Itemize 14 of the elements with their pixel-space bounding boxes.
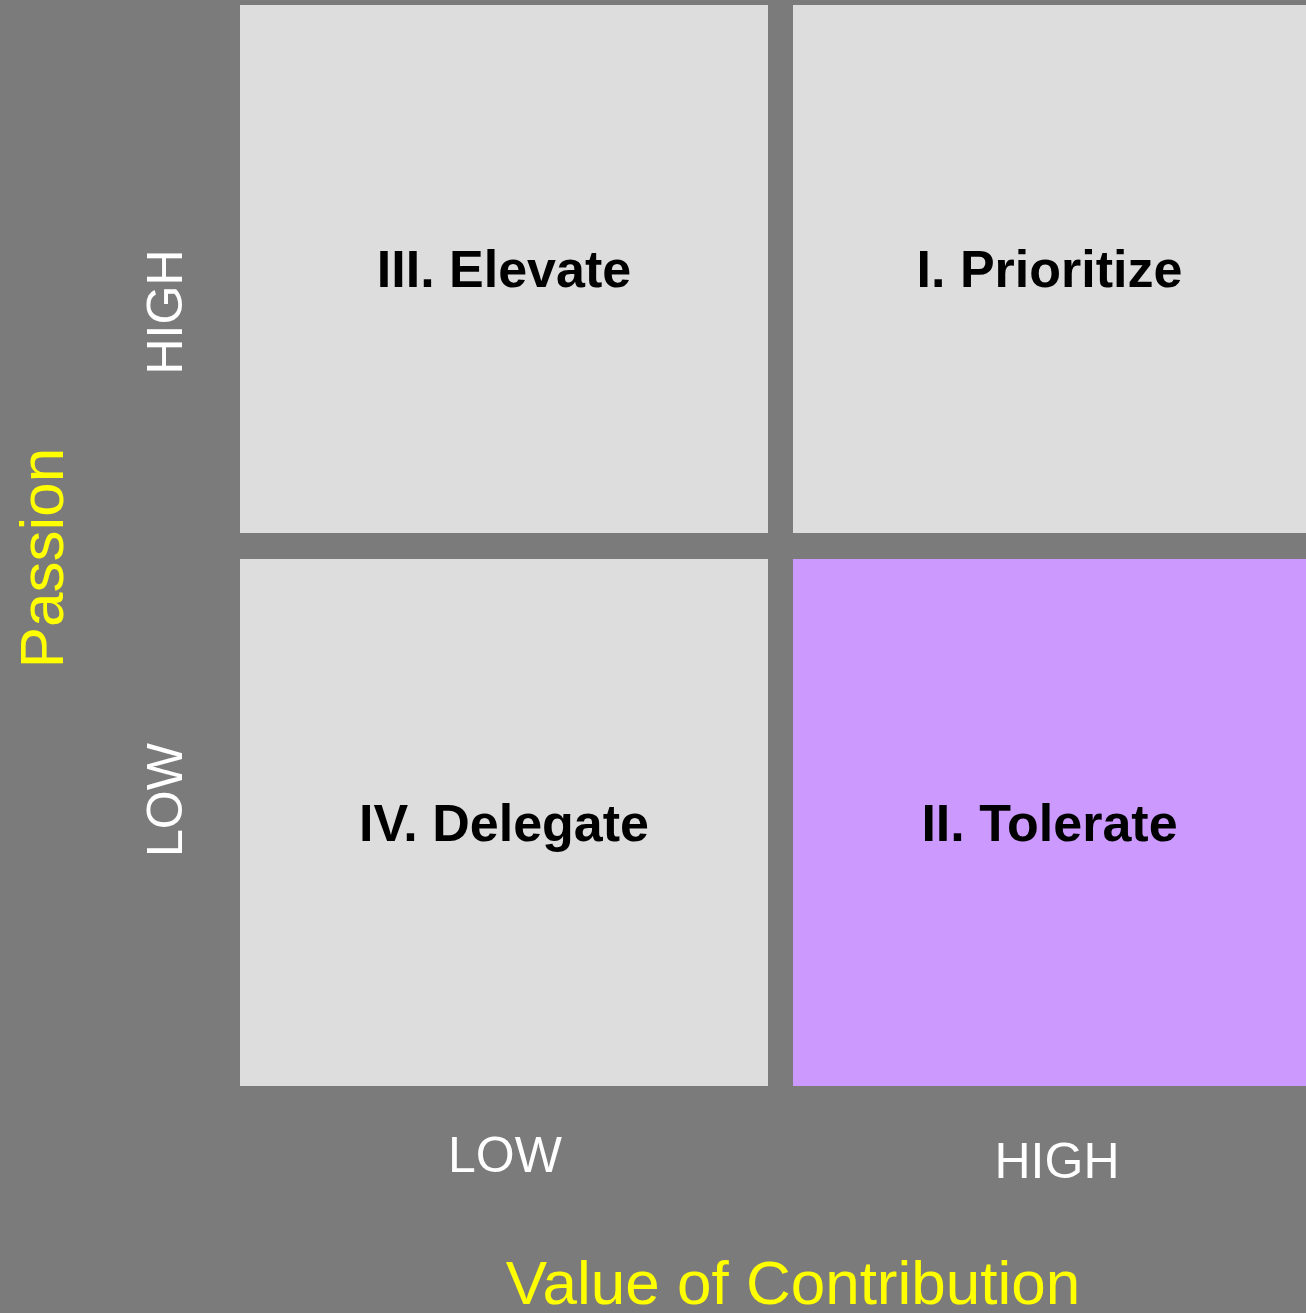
axis-level-label: HIGH (994, 1136, 1120, 1186)
quadrant-title: II. Tolerate (921, 792, 1178, 853)
quadrant-box (793, 559, 1306, 1086)
quadrant-title: III. Elevate (376, 239, 632, 299)
axis-level-label: HIGH (140, 249, 190, 375)
quadrant-title: IV. Delegate (359, 792, 649, 853)
axis-level-label: LOW (448, 1130, 562, 1180)
quadrant-box (240, 5, 768, 533)
axis-title: Value of Contribution (505, 1252, 1081, 1313)
axis-level-label: LOW (140, 743, 190, 857)
axis-title: Passion (11, 447, 73, 669)
quadrant-box (793, 5, 1306, 533)
quadrant-box (240, 559, 768, 1086)
quadrant-title: I. Prioritize (916, 239, 1183, 299)
